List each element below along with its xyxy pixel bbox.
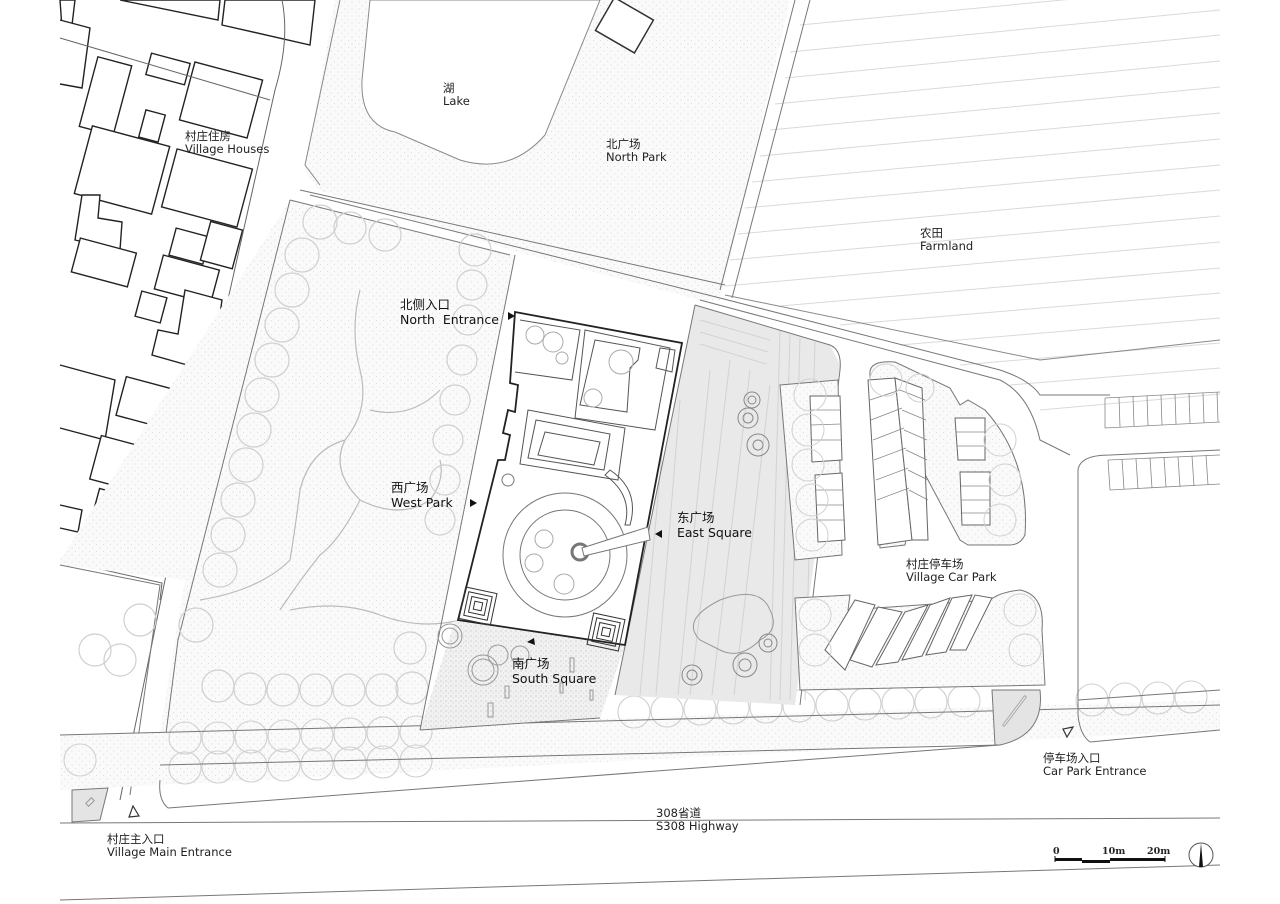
scale-tick-20m: 20m — [1147, 846, 1171, 857]
car-park — [779, 361, 1221, 691]
main-entrance-icon — [128, 804, 141, 818]
scale-bar — [1054, 856, 1166, 863]
west-park — [60, 200, 515, 760]
building-footprint — [456, 310, 684, 652]
north-entrance-marker — [508, 312, 515, 320]
highway-edge — [59, 864, 1221, 901]
south-square — [420, 620, 625, 730]
car-park-entrance-icon — [1062, 726, 1075, 739]
farmland-area — [724, 0, 1221, 411]
scale-tick-0: 0 — [1053, 846, 1060, 857]
west-park-marker — [470, 499, 477, 507]
north-arrow-icon — [1188, 842, 1214, 868]
lake-shape — [361, 0, 601, 165]
east-square-marker — [655, 530, 662, 538]
scale-tick-10m: 10m — [1102, 846, 1126, 857]
tree-row — [78, 204, 492, 707]
south-square-marker — [527, 638, 535, 645]
